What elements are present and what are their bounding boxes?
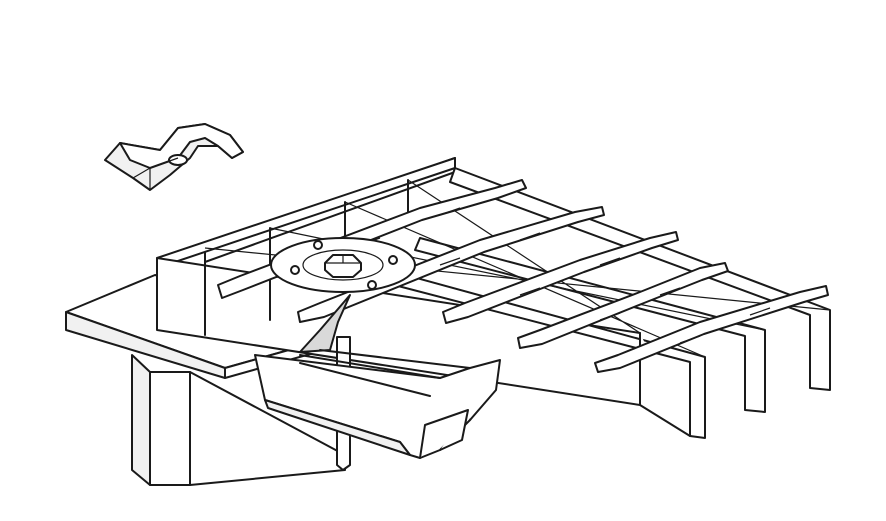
grating-clip-icon — [104, 123, 244, 191]
lower-clamp — [254, 294, 501, 459]
